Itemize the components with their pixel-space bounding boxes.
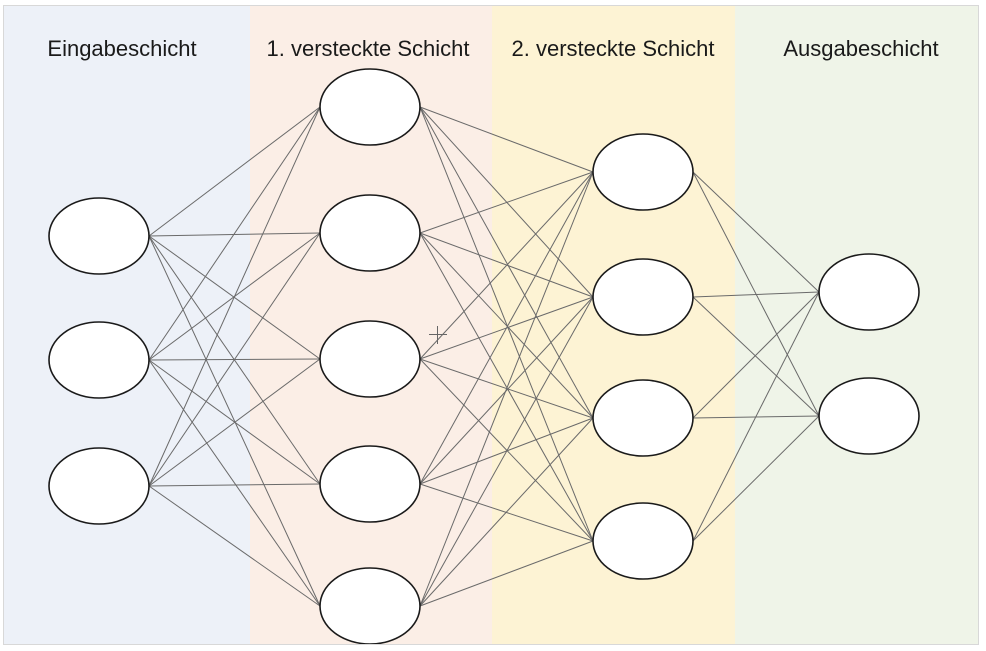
layer-title-input: Eingabeschicht [47, 36, 197, 61]
layer-title-hidden1: 1. versteckte Schicht [266, 36, 470, 61]
edge-hidden1-5-to-hidden2-3 [419, 417, 594, 607]
diagram-frame: Eingabeschicht 1. versteckte Schicht 2. … [3, 5, 979, 645]
edge-hidden1-4-to-hidden2-2 [419, 296, 594, 485]
neuron-hidden1-5 [319, 567, 421, 644]
neuron-hidden2-1 [592, 133, 694, 211]
edge-hidden1-1-to-hidden2-1 [419, 106, 594, 173]
neuron-input-2 [48, 321, 150, 399]
edge-hidden2-2-to-output-1 [692, 291, 820, 298]
edge-hidden1-3-to-hidden2-1 [419, 171, 594, 360]
edge-input-2-to-hidden1-5 [148, 359, 321, 607]
layer-title-output: Ausgabeschicht [783, 36, 939, 61]
edge-hidden2-4-to-output-1 [692, 291, 820, 542]
network-graph [48, 68, 920, 644]
edge-hidden2-4-to-output-2 [692, 415, 820, 542]
neuron-output-1 [818, 253, 920, 331]
edge-hidden1-5-to-hidden2-2 [419, 296, 594, 607]
edge-input-2-to-hidden1-1 [148, 106, 321, 361]
neuron-hidden1-2 [319, 194, 421, 272]
edge-input-3-to-hidden1-3 [148, 358, 321, 487]
connections [148, 106, 820, 607]
layer-title-hidden2: 2. versteckte Schicht [511, 36, 715, 61]
neuron-hidden2-2 [592, 258, 694, 336]
edge-hidden1-1-to-hidden2-4 [419, 106, 594, 542]
crosshair-cursor-icon [429, 326, 447, 344]
edge-hidden1-1-to-hidden2-3 [419, 106, 594, 419]
edge-hidden1-5-to-hidden2-1 [419, 171, 594, 607]
neuron-hidden2-4 [592, 502, 694, 580]
edge-input-1-to-hidden1-1 [148, 106, 321, 237]
edge-hidden1-3-to-hidden2-4 [419, 358, 594, 542]
edge-input-3-to-hidden1-2 [148, 232, 321, 487]
neuron-hidden1-1 [319, 68, 421, 146]
edge-hidden1-5-to-hidden2-4 [419, 540, 594, 607]
neuron-hidden1-4 [319, 445, 421, 523]
neuron-hidden2-3 [592, 379, 694, 457]
edge-input-1-to-hidden1-5 [148, 235, 321, 607]
edge-hidden1-2-to-hidden2-1 [419, 171, 594, 234]
neuron-output-2 [818, 377, 920, 455]
edge-hidden2-2-to-output-2 [692, 296, 820, 417]
edge-hidden2-1-to-output-1 [692, 171, 820, 293]
neuron-input-3 [48, 447, 150, 525]
edge-input-3-to-hidden1-1 [148, 106, 321, 487]
edge-hidden1-4-to-hidden2-1 [419, 171, 594, 485]
edge-input-1-to-hidden1-2 [148, 232, 321, 237]
neuron-input-1 [48, 197, 150, 275]
layer-band-input [4, 6, 250, 644]
edge-hidden1-2-to-hidden2-4 [419, 232, 594, 542]
edge-input-3-to-hidden1-5 [148, 485, 321, 607]
edge-input-3-to-hidden1-4 [148, 483, 321, 487]
neuron-hidden1-3 [319, 320, 421, 398]
edge-hidden1-2-to-hidden2-3 [419, 232, 594, 419]
edge-hidden2-3-to-output-1 [692, 291, 820, 419]
